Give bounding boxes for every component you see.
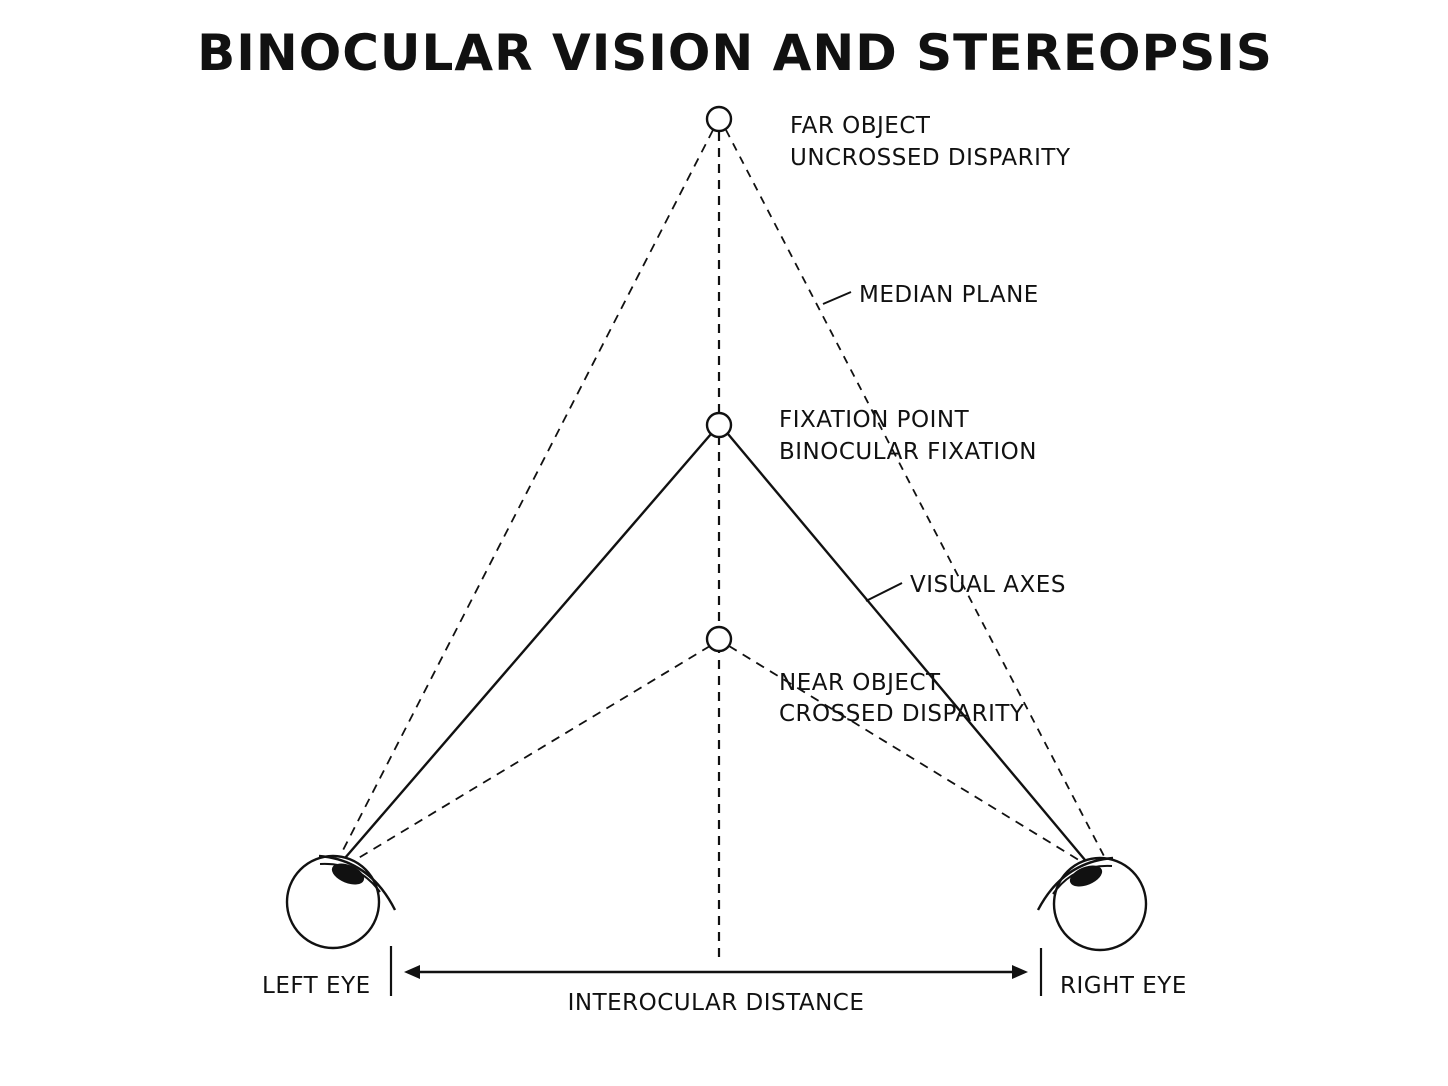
near-object-label: NEAR OBJECT (779, 670, 941, 696)
median-plane-leader (822, 291, 852, 305)
interocular-distance-arrow (404, 965, 1028, 979)
near-object-point (705, 625, 733, 653)
diagram-title: BINOCULAR VISION AND STEREOPSIS (197, 24, 1273, 82)
median-plane-label: MEDIAN PLANE (859, 282, 1039, 308)
near-object-right-sightline (728, 645, 1083, 863)
crossed-disparity-label: CROSSED DISPARITY (779, 701, 1025, 727)
fixation-point-label: FIXATION POINT (779, 407, 970, 433)
far-object-left-sightline (339, 129, 714, 857)
far-disparity-label: UNCROSSED DISPARITY (790, 145, 1071, 171)
far-object-label: FAR OBJECT (790, 113, 931, 139)
right-eye-icon (1036, 856, 1148, 952)
near-object-left-sightline (351, 645, 711, 863)
interocular-distance-label: INTEROCULAR DISTANCE (568, 990, 865, 1016)
left-eye-icon (285, 854, 397, 950)
visual-axes-label: VISUAL AXES (910, 572, 1066, 598)
visual-axis-left (344, 433, 712, 859)
fixation-point-marker (705, 411, 733, 439)
visual-axes-leader (865, 582, 903, 602)
right-eye-label: RIGHT EYE (1060, 973, 1187, 999)
binocular-fixation-label: BINOCULAR FIXATION (779, 439, 1037, 465)
far-object-point (705, 105, 733, 133)
left-eye-label: LEFT EYE (262, 973, 371, 999)
far-object-right-sightline (725, 129, 1106, 859)
visual-axis-right (727, 433, 1086, 861)
